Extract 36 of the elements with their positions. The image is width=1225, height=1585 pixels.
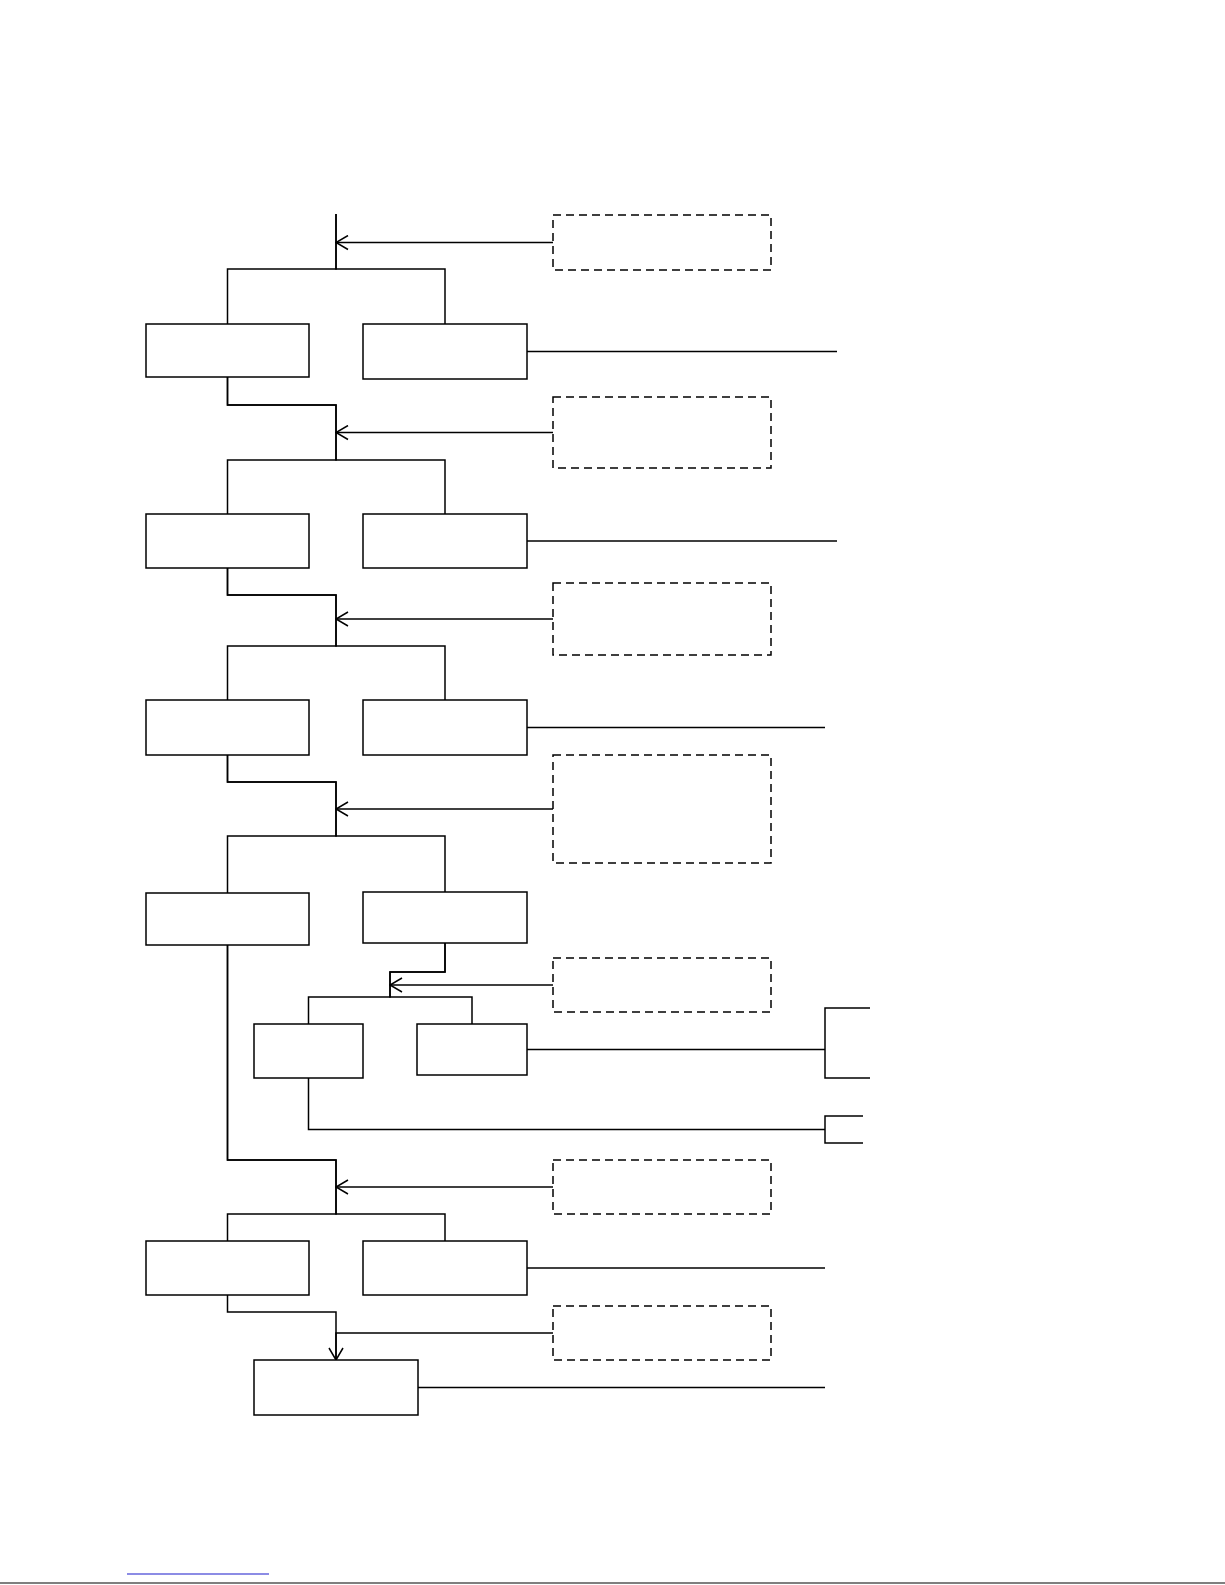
arrow [335,611,554,627]
connector-line [307,1077,826,1131]
dashed-box [552,957,772,1013]
connector-line [335,213,446,325]
dashed-box [552,582,772,656]
dashed-box [552,1305,772,1361]
dashed-box [552,754,772,864]
open-box [824,1007,871,1079]
connector-line [226,376,446,515]
connector-line [389,942,473,1025]
arrow [335,1179,554,1195]
arrow [335,424,554,441]
process-box [362,891,528,944]
arrow [389,977,554,993]
dashed-box [552,1159,772,1215]
process-box [416,1023,528,1076]
process-box [145,323,310,378]
arrow [328,1332,554,1361]
connector-line [226,944,446,1242]
arrow [335,234,554,251]
process-box [362,323,528,380]
arrow [335,801,554,817]
connector-line [226,567,446,701]
process-box [145,892,310,946]
open-box [824,1115,864,1144]
connector-line [226,754,446,893]
process-box [362,699,528,756]
dashed-box [552,396,772,469]
process-box [362,1240,528,1296]
dashed-box [552,214,772,271]
process-box [145,1240,310,1296]
process-box [253,1023,364,1079]
process-box [253,1359,419,1416]
process-box [362,513,528,569]
process-box [145,699,310,756]
process-box [145,513,310,569]
